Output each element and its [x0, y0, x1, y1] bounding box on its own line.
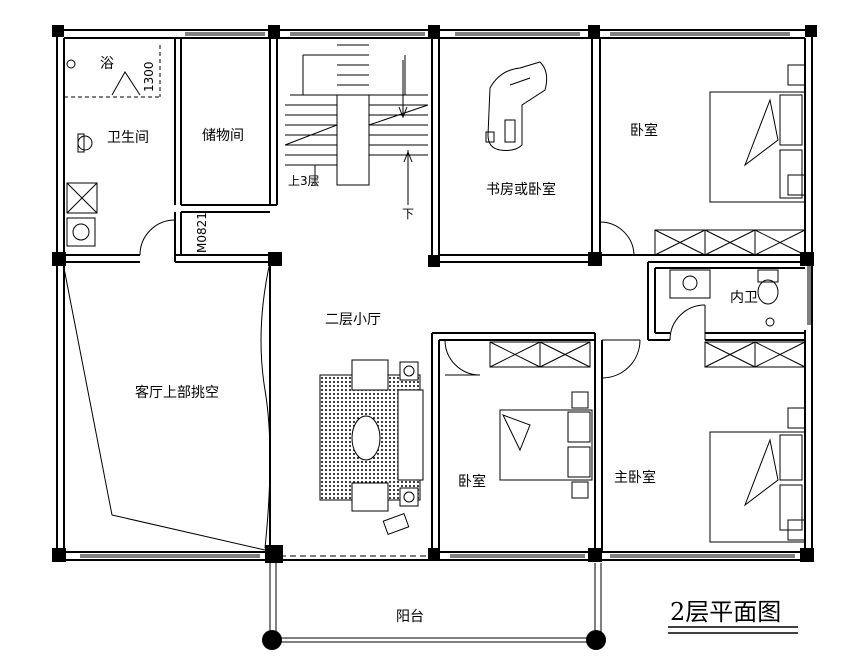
interior-walls — [64, 38, 805, 560]
bottom-windows — [80, 554, 795, 558]
doors — [139, 219, 706, 549]
study-label: 书房或卧室 — [486, 181, 556, 198]
bathroom-fixtures — [64, 45, 161, 247]
master-label: 主卧室 — [614, 469, 656, 486]
stair-down-label: 下 — [402, 207, 414, 221]
title-underline — [668, 626, 798, 634]
ensuite-fixtures — [669, 269, 779, 327]
void-label: 客厅上部挑空 — [135, 384, 219, 401]
exterior-walls — [56, 29, 813, 561]
hall-sofa-set — [319, 359, 424, 535]
ensuite-label: 内卫 — [730, 290, 758, 306]
bathroom-label: 卫生间 — [107, 130, 149, 146]
void-lines — [63, 267, 266, 551]
balcony — [269, 563, 602, 643]
shower-label: 浴 — [100, 56, 114, 72]
top-windows — [185, 32, 790, 36]
bedroom-s-label: 卧室 — [458, 473, 486, 490]
balcony-label: 阳台 — [396, 609, 424, 625]
bedroom-ne-label: 卧室 — [630, 122, 658, 139]
shower-width-dim: 1300 — [142, 61, 156, 92]
door-code-label: M0821 — [195, 212, 209, 253]
right-window — [807, 265, 811, 325]
master-furniture — [704, 341, 806, 543]
bedroom-ne-furniture — [654, 64, 806, 256]
hall-label: 二层小厅 — [325, 312, 381, 328]
columns — [52, 25, 817, 563]
stair-up-label: 上3层 — [288, 174, 320, 188]
stairs — [284, 44, 429, 205]
balcony-columns — [262, 630, 606, 650]
storage-label: 储物间 — [202, 128, 244, 144]
plan-title: 2层平面图 — [670, 598, 781, 626]
bedroom-s-furniture — [489, 341, 593, 499]
study-desk — [485, 61, 548, 151]
